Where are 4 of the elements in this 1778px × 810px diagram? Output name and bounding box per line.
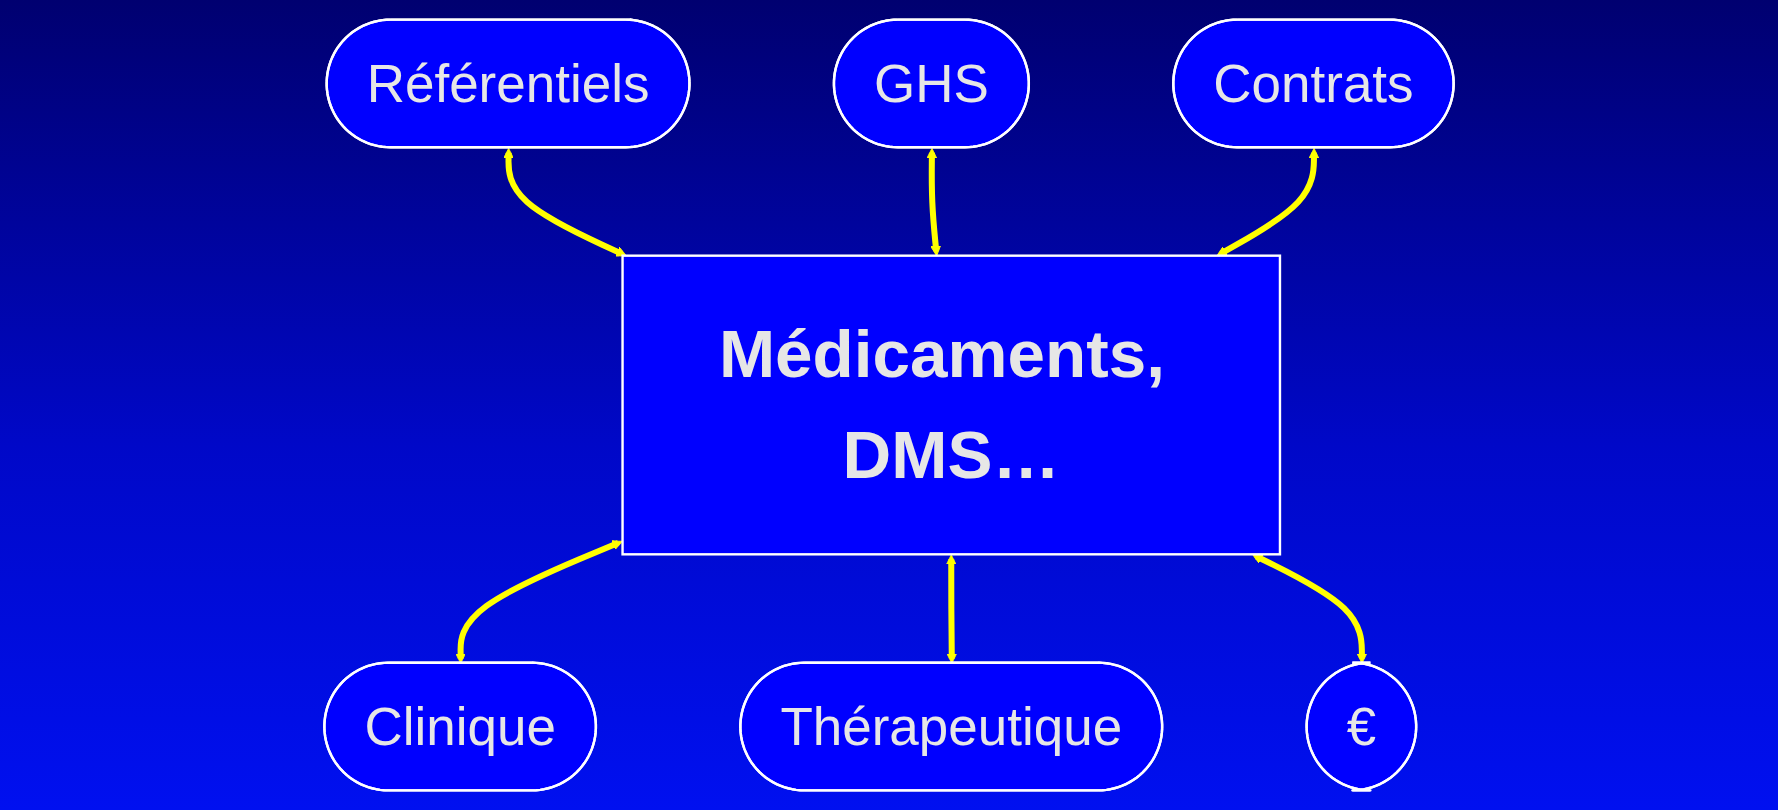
arrow (1216, 147, 1320, 257)
node-box: Médicaments, DMS… (621, 254, 1282, 556)
arrow (503, 147, 627, 257)
arrow (1252, 553, 1368, 664)
